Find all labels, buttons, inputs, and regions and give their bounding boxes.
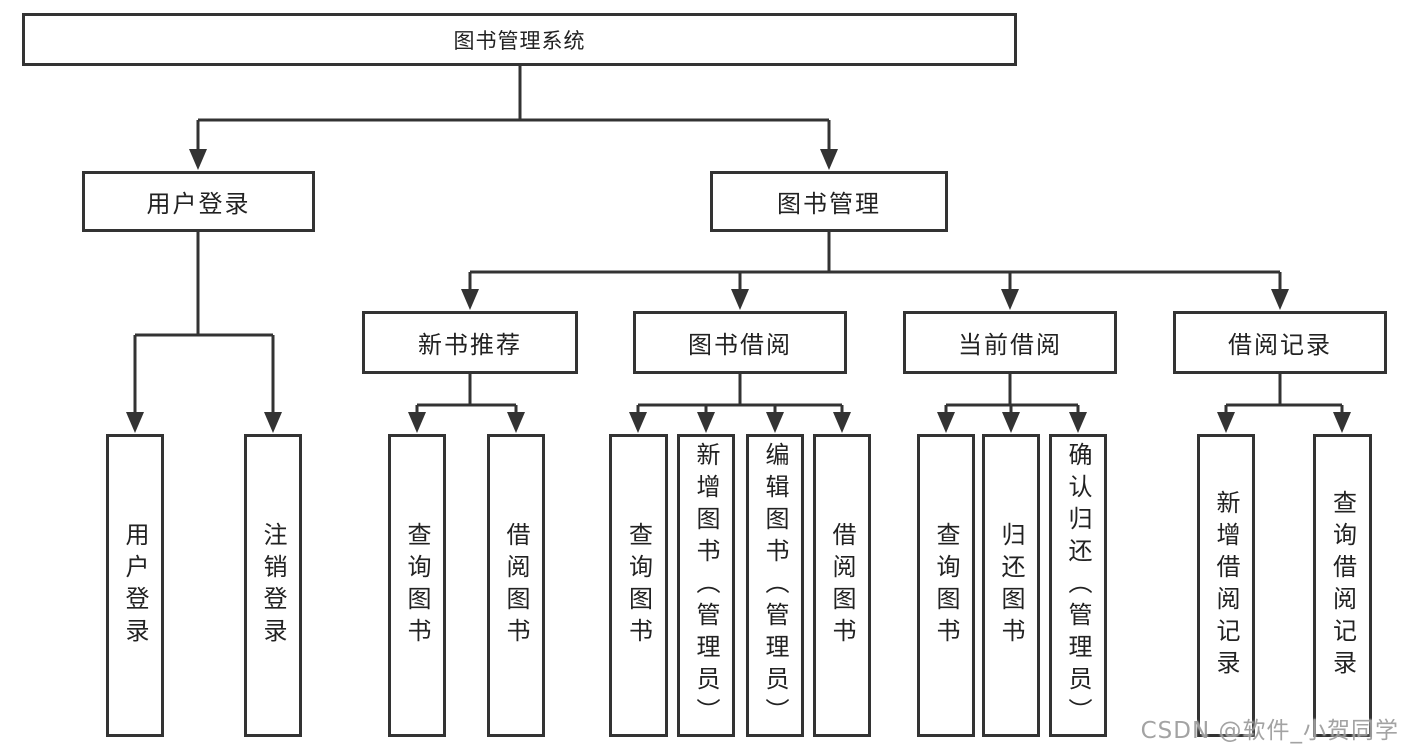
- arrow-down-icon: [408, 412, 426, 433]
- node-label: 查询图书: [403, 521, 431, 650]
- arrow-down-icon: [937, 412, 955, 433]
- leaf-borrow-books-recommend: 借阅图书: [487, 434, 545, 737]
- arrow-down-icon: [461, 289, 479, 310]
- arrow-down-icon: [1002, 412, 1020, 433]
- arrow-down-icon: [126, 412, 144, 433]
- node-label: 确认归还（管理员）: [1064, 441, 1092, 730]
- arrow-down-icon: [820, 149, 838, 170]
- leaf-query-books-current: 查询图书: [917, 434, 975, 737]
- node-book-management: 图书管理: [710, 171, 948, 232]
- node-label: 借阅图书: [502, 521, 530, 650]
- arrow-down-icon: [731, 289, 749, 310]
- node-label: 查询图书: [624, 521, 653, 650]
- leaf-add-book-admin: 新增图书（管理员）: [677, 434, 735, 737]
- leaf-query-borrow-record: 查询借阅记录: [1313, 434, 1372, 737]
- leaf-add-borrow-record: 新增借阅记录: [1197, 434, 1255, 737]
- arrow-down-icon: [833, 412, 851, 433]
- node-user-login: 用户登录: [82, 171, 315, 232]
- node-label: 新书推荐: [418, 331, 522, 359]
- connector-new-book: [415, 372, 518, 414]
- node-new-book-recommendation: 新书推荐: [362, 311, 578, 374]
- node-book-borrowing: 图书借阅: [633, 311, 847, 374]
- arrow-down-icon: [1271, 289, 1289, 310]
- node-label: 归还图书: [997, 521, 1025, 650]
- connector-current-borrowing: [944, 372, 1080, 414]
- node-label: 用户登录: [146, 190, 251, 218]
- leaf-borrow-books-borrowing: 借阅图书: [813, 434, 871, 737]
- arrow-down-icon: [507, 412, 525, 433]
- leaf-edit-book-admin: 编辑图书（管理员）: [746, 434, 804, 737]
- arrow-down-icon: [1001, 289, 1019, 310]
- node-label: 用户登录: [121, 521, 149, 650]
- node-label: 新增借阅记录: [1212, 489, 1240, 682]
- leaf-return-books: 归还图书: [982, 434, 1040, 737]
- arrow-down-icon: [629, 412, 647, 433]
- connector-user-login: [133, 230, 275, 414]
- arrow-down-icon: [1217, 412, 1235, 433]
- arrow-down-icon: [189, 149, 207, 170]
- node-library-system: 图书管理系统: [22, 13, 1017, 66]
- node-label: 图书管理系统: [453, 28, 586, 53]
- arrow-down-icon: [1069, 412, 1087, 433]
- connector-root: [196, 64, 831, 150]
- node-borrowing-records: 借阅记录: [1173, 311, 1387, 374]
- leaf-logout: 注销登录: [244, 434, 302, 737]
- connector-book-management: [468, 230, 1282, 291]
- node-label: 查询借阅记录: [1328, 489, 1357, 682]
- node-label: 当前借阅: [958, 331, 1062, 359]
- node-label: 编辑图书（管理员）: [761, 441, 789, 730]
- leaf-confirm-return-admin: 确认归还（管理员）: [1049, 434, 1107, 737]
- arrow-down-icon: [766, 412, 784, 433]
- arrow-down-icon: [1333, 412, 1351, 433]
- leaf-query-books-recommend: 查询图书: [388, 434, 446, 737]
- watermark-csdn: CSDN @软件_小贺同学: [1140, 718, 1399, 744]
- connector-book-borrowing: [636, 372, 844, 414]
- node-label: 注销登录: [259, 521, 287, 650]
- node-label: 借阅记录: [1228, 331, 1332, 359]
- node-label: 图书借阅: [688, 331, 792, 359]
- connector-borrowing-records: [1224, 372, 1344, 414]
- node-label: 查询图书: [932, 521, 960, 650]
- leaf-query-books-borrowing: 查询图书: [609, 434, 668, 737]
- arrow-down-icon: [264, 412, 282, 433]
- leaf-user-login: 用户登录: [106, 434, 164, 737]
- node-current-borrowing: 当前借阅: [903, 311, 1117, 374]
- node-label: 借阅图书: [828, 521, 856, 650]
- node-label: 图书管理: [777, 190, 881, 218]
- arrow-down-icon: [697, 412, 715, 433]
- node-label: 新增图书（管理员）: [692, 441, 720, 730]
